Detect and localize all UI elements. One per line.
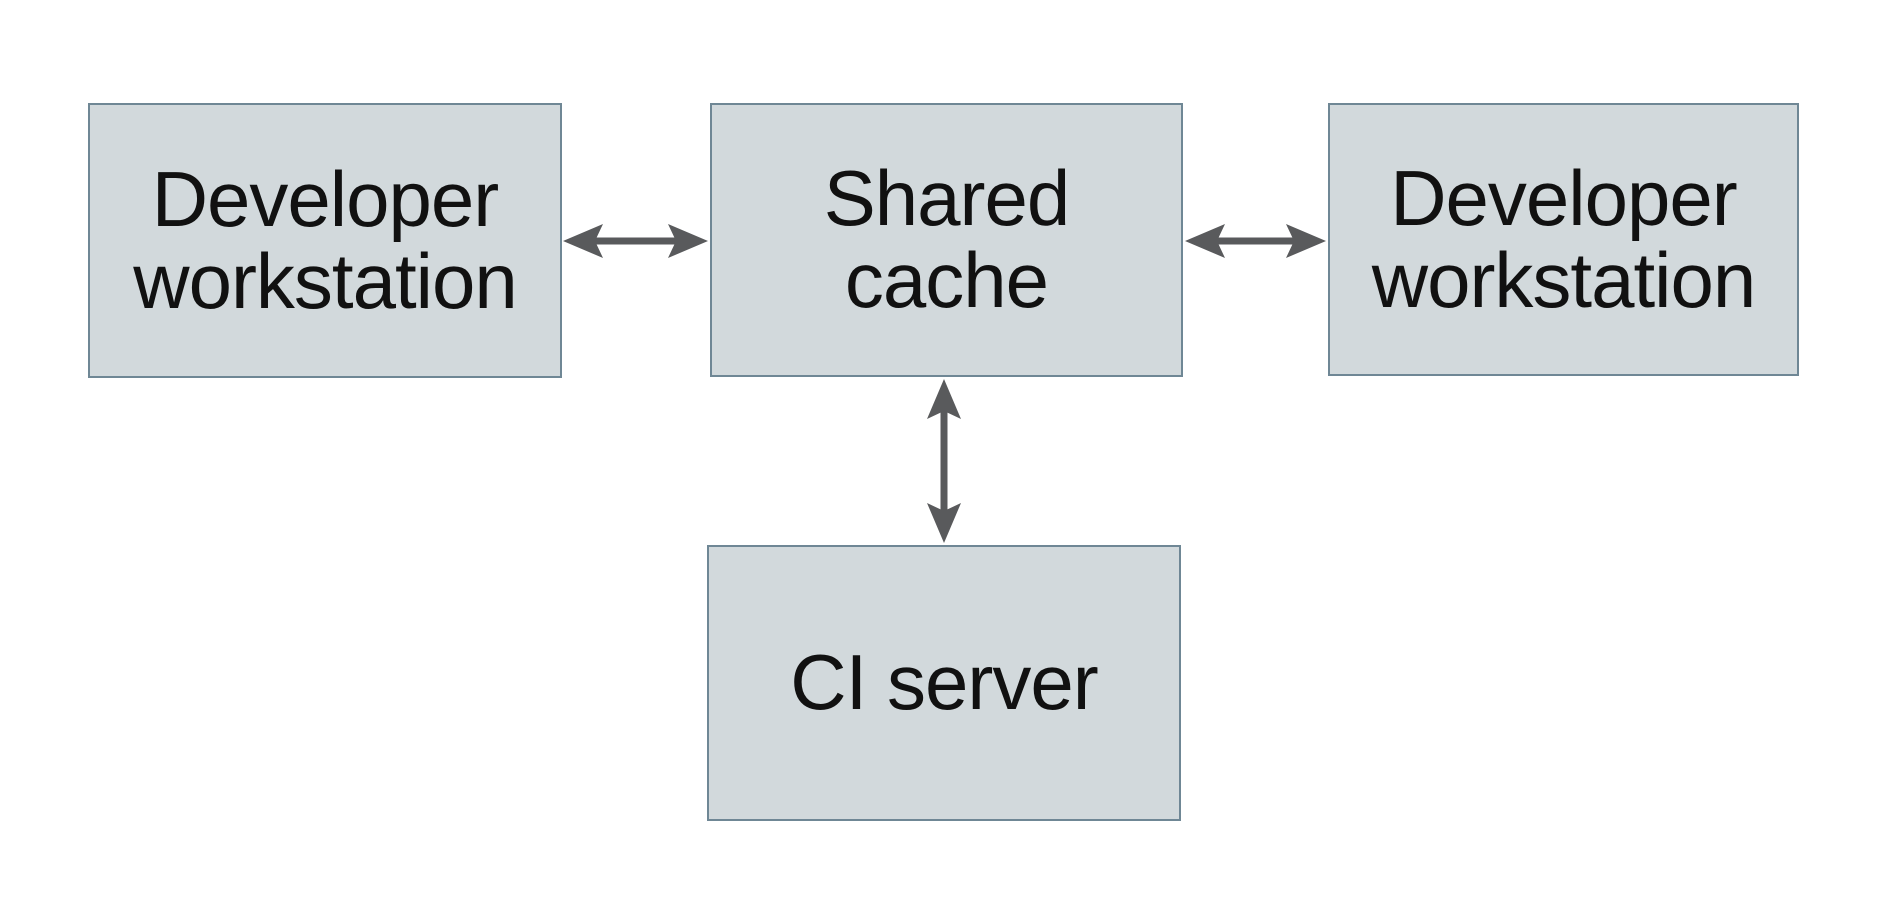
node-label-line: Developer [151,154,500,243]
node-shared-cache: Shared cache [710,103,1183,377]
node-label-line: workstation [1371,235,1756,324]
node-label-line: cache [844,236,1049,324]
node-developer-workstation-right: Developer workstation [1328,103,1799,376]
bidirectional-arrow-cache-right [1185,224,1326,258]
node-label-line: CI server [790,638,1098,727]
node-ci-server: CI server [707,545,1181,821]
node-label-line: Shared [823,154,1071,243]
bidirectional-arrow-left-cache [563,224,708,258]
bidirectional-arrow-cache-ci [927,379,961,543]
node-label-line: Developer [1390,153,1738,242]
node-label-line: workstation [133,236,517,325]
node-developer-workstation-left: Developer workstation [88,103,562,378]
